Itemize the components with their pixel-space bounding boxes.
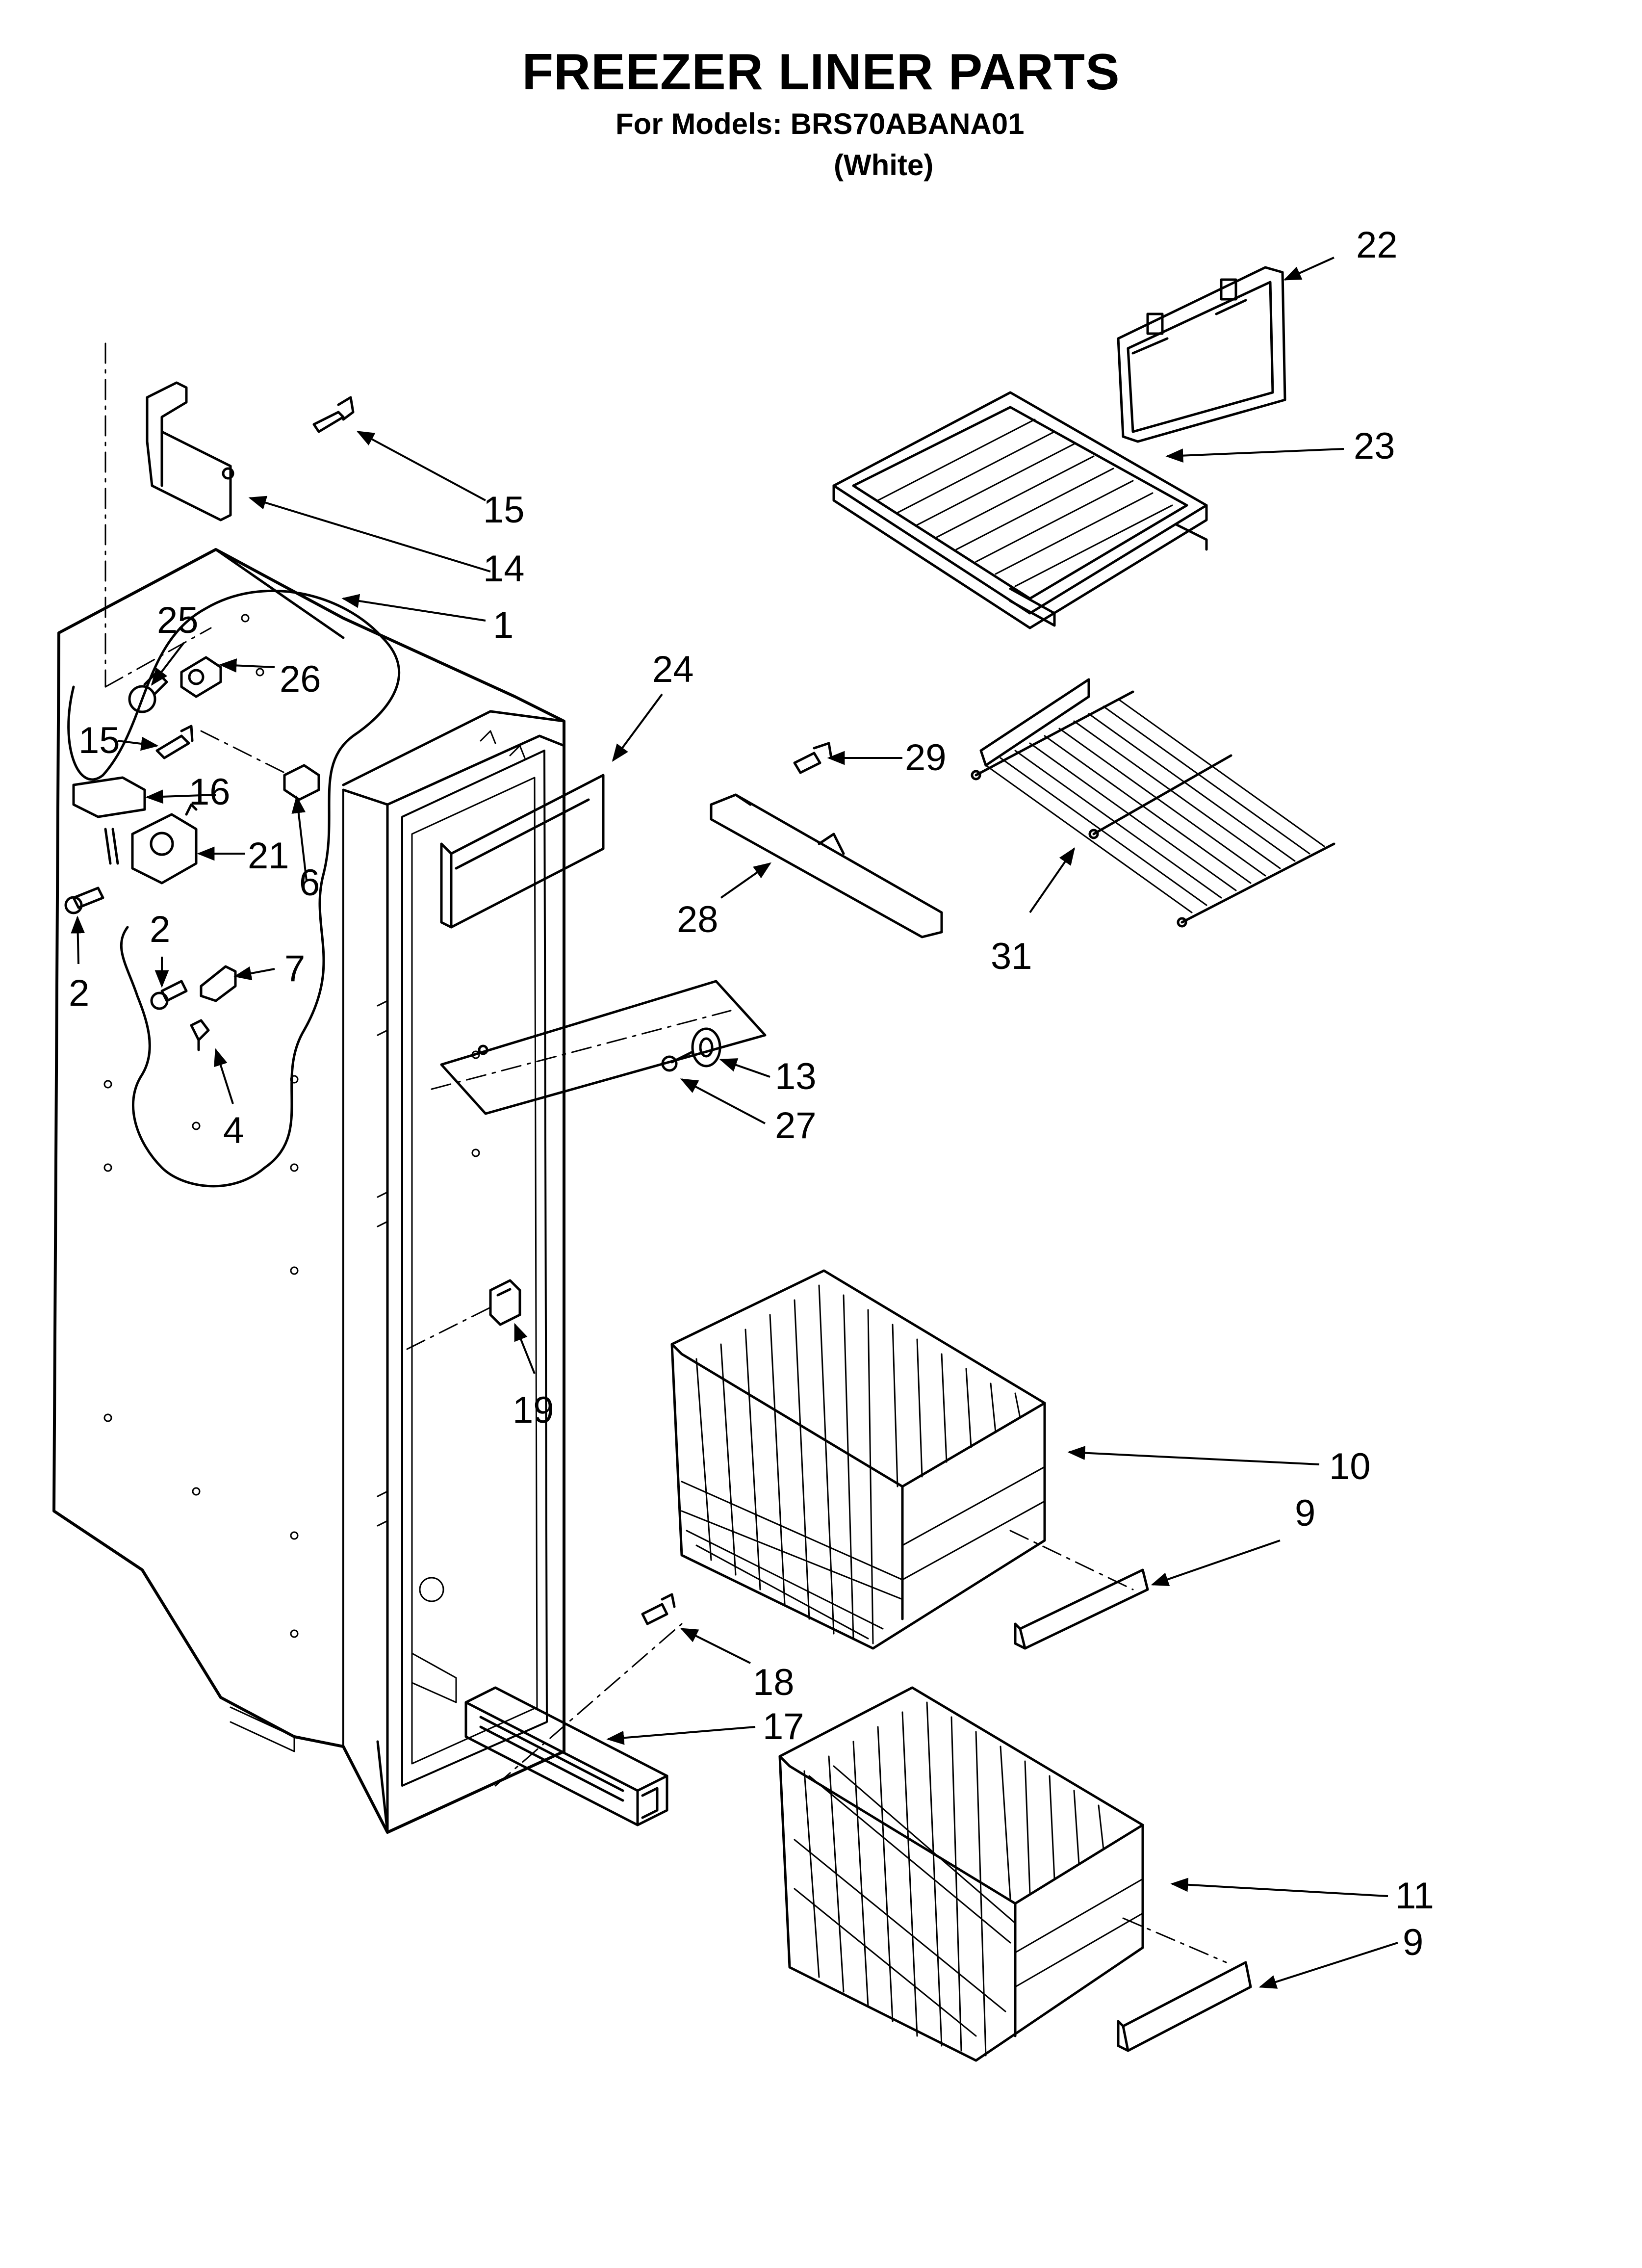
part-4-pin — [190, 1019, 210, 1051]
callout-9-upper: 9 — [1295, 1492, 1315, 1534]
part-7-clip — [200, 965, 237, 1002]
part-28-bracket — [710, 793, 943, 938]
callout-31: 31 — [991, 936, 1032, 977]
part-26-socket — [180, 656, 222, 698]
part-16-clip — [72, 776, 146, 865]
callout-19: 19 — [513, 1389, 554, 1431]
callout-25: 25 — [157, 600, 199, 641]
part-15-screw — [312, 396, 355, 433]
part-18-screw — [641, 1593, 676, 1625]
part-19-switch — [489, 1279, 521, 1326]
callout-28: 28 — [677, 899, 718, 940]
callout-18: 18 — [753, 1662, 795, 1703]
part-22-frame — [1117, 266, 1286, 443]
diagram-title: FREEZER LINER PARTS — [522, 44, 1120, 101]
callout-9-lower: 9 — [1403, 1922, 1423, 1963]
part-17-trim — [464, 1686, 668, 1826]
part-2-screw-right — [150, 980, 188, 1010]
part-24-panel — [440, 774, 605, 929]
wire-harness — [67, 589, 400, 1188]
callout-15: 15 — [483, 489, 525, 531]
callout-21: 21 — [248, 835, 289, 877]
callout-13: 13 — [775, 1056, 817, 1097]
callout-26: 26 — [280, 658, 321, 700]
callout-2-right: 2 — [150, 909, 170, 950]
callout-1: 1 — [493, 604, 513, 646]
callout-4: 4 — [223, 1110, 244, 1151]
callout-6: 6 — [299, 862, 320, 904]
callout-29: 29 — [905, 737, 947, 779]
part-2-screw-left — [64, 886, 104, 914]
part-21-thermostat — [131, 803, 198, 885]
part-14-bracket — [146, 381, 234, 521]
callout-23: 23 — [1354, 425, 1395, 467]
part-29-screw — [793, 742, 833, 774]
callout-10: 10 — [1329, 1446, 1371, 1487]
callout-22: 22 — [1356, 224, 1398, 266]
part-9-handle-lower — [1117, 1961, 1252, 2052]
part-23-shelf — [832, 391, 1208, 629]
callout-24: 24 — [652, 649, 694, 690]
models-line: For Models: BRS70ABANA01 — [616, 107, 1025, 140]
callout-labels: 22 23 15 14 1 25 26 24 15 16 21 6 29 2 2… — [69, 224, 1434, 1963]
part-25-bulb — [128, 671, 168, 713]
part-11-basket — [778, 1686, 1144, 2062]
fan-plate — [440, 980, 767, 1115]
freezer-liner-body — [52, 548, 565, 1834]
part-13-grommet — [661, 1027, 721, 1072]
callout-17: 17 — [763, 1706, 804, 1747]
callout-14: 14 — [483, 548, 525, 590]
leader-lines — [71, 257, 1398, 1989]
callout-7: 7 — [284, 948, 305, 990]
part-10-basket — [670, 1269, 1046, 1650]
part-6-clip — [283, 764, 320, 801]
callout-11: 11 — [1395, 1875, 1434, 1917]
callout-16: 16 — [189, 771, 231, 813]
callout-2-left: 2 — [69, 972, 89, 1014]
part-9-handle-upper — [1014, 1568, 1149, 1650]
color-line: (White) — [834, 149, 934, 182]
callout-15-b: 15 — [78, 720, 120, 761]
part-15-screw-b — [155, 725, 194, 759]
callout-27: 27 — [775, 1105, 817, 1147]
part-31-wire-shelf — [971, 678, 1335, 928]
